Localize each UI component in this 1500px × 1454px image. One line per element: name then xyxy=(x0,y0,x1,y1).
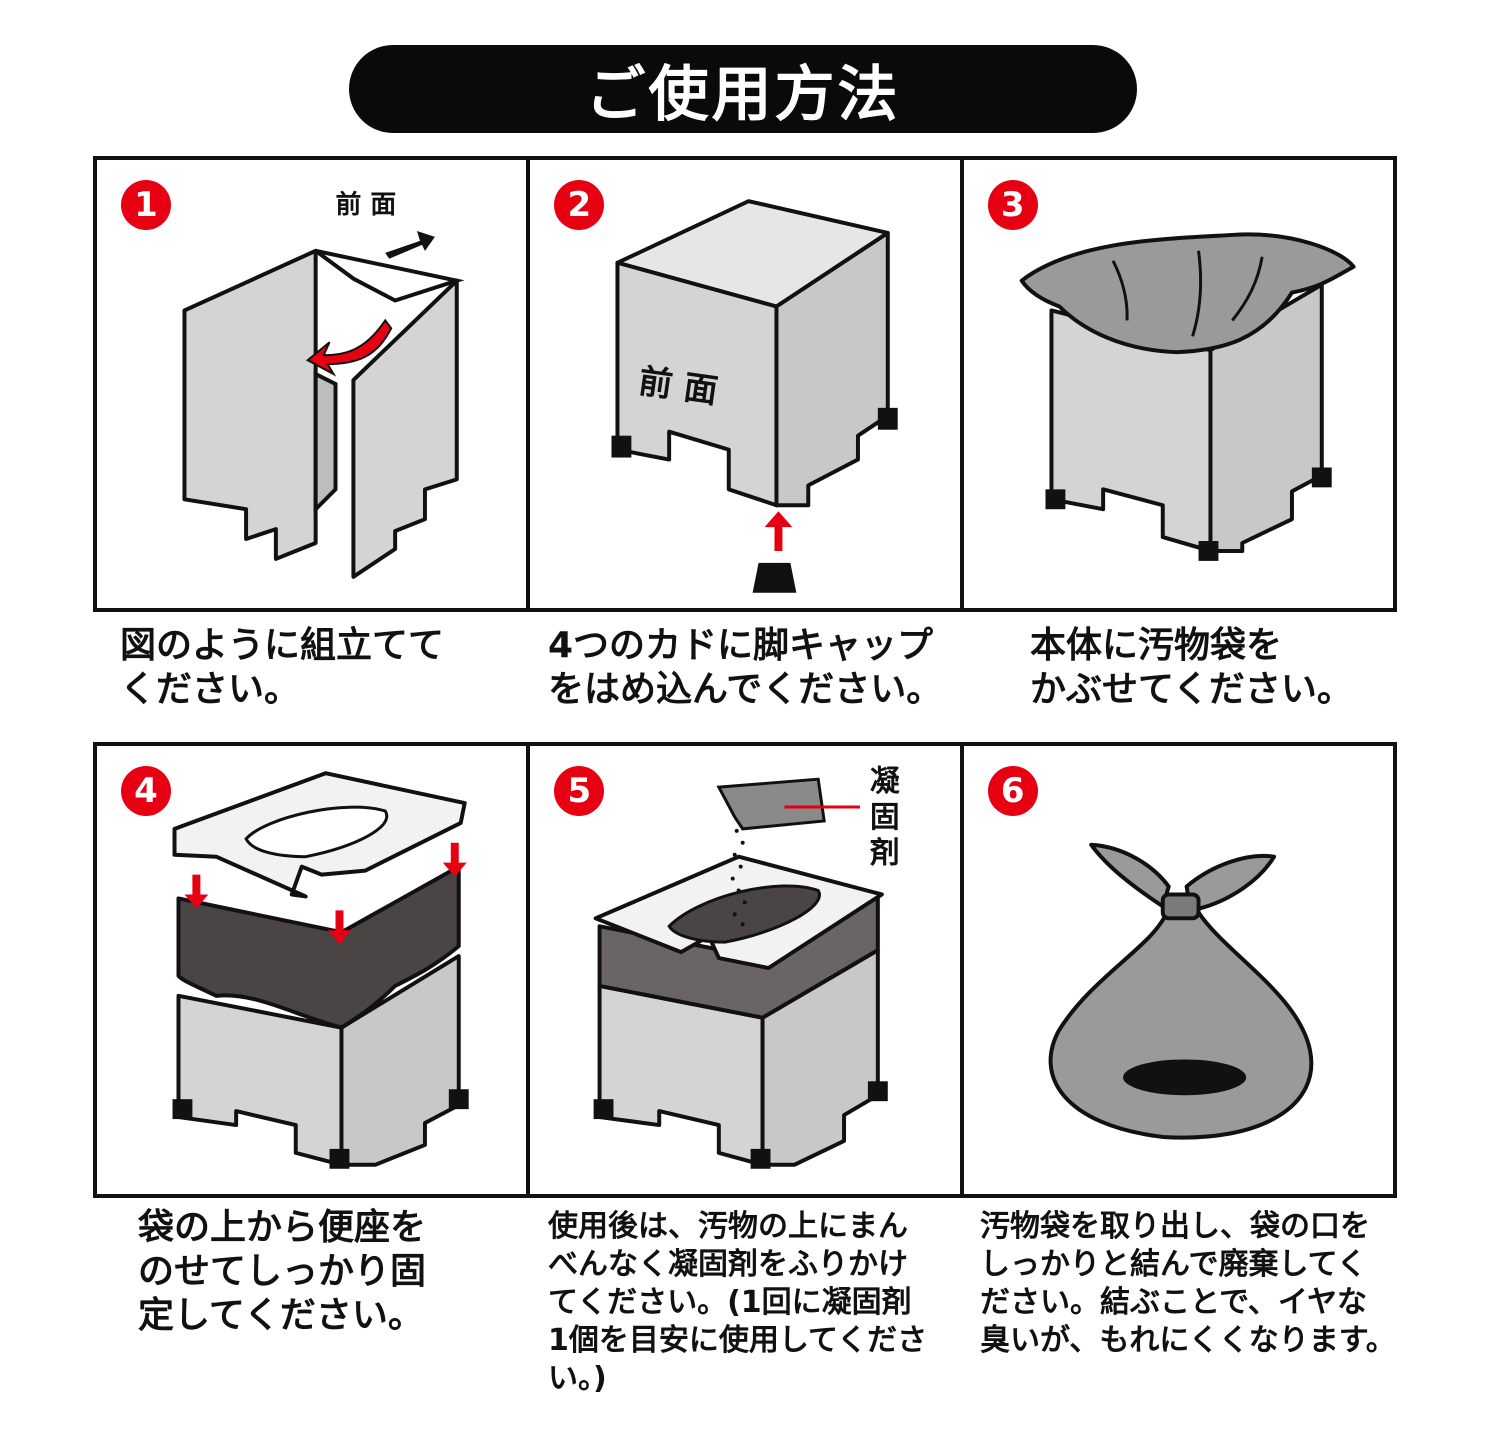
page-title: ご使用方法 xyxy=(585,59,901,130)
steps-row-top: 1 前 面 2 前 面 3 xyxy=(93,156,1397,612)
step-3-panel: 3 xyxy=(964,160,1393,608)
leg-cap-corner xyxy=(172,1099,193,1120)
box-left-panel xyxy=(182,248,318,561)
coagulant-packet xyxy=(716,777,827,831)
front-label: 前 面 xyxy=(336,189,397,220)
step-4-caption: 袋の上から便座を のせてしっかり固 定してください。 xyxy=(138,1207,427,1336)
step-number-badge: 2 xyxy=(554,180,605,230)
leg-cap-corner xyxy=(448,1089,469,1110)
steps-row-bottom: 4 5 xyxy=(93,742,1397,1198)
coagulant-granules xyxy=(731,828,747,927)
box-side-face xyxy=(774,230,891,508)
leg-cap-corner xyxy=(1045,489,1066,510)
fold-arrow-icon xyxy=(305,318,393,377)
step-4-panel: 4 xyxy=(97,746,531,1194)
front-arrow-icon xyxy=(385,230,435,259)
leg-cap-corner xyxy=(329,1148,350,1169)
leg-cap-corner xyxy=(878,407,899,430)
bag-ear-left xyxy=(1088,842,1171,909)
box-right-panel xyxy=(351,278,459,579)
step-5-caption: 使用後は、汚物の上にまん べんなく凝固剤をふりかけ てください。(1回に凝固剤 … xyxy=(548,1209,928,1396)
step-2-panel: 2 前 面 xyxy=(530,160,964,608)
box-side-face xyxy=(1208,282,1324,553)
step-number-badge: 6 xyxy=(987,766,1038,816)
leg-cap-corner xyxy=(750,1148,771,1169)
step-1-panel: 1 前 面 xyxy=(97,160,531,608)
step-5-panel: 5 凝 固 剤 xyxy=(530,746,964,1194)
step-3-caption: 本体に汚物袋を かぶせてください。 xyxy=(1030,625,1353,710)
step-6-panel: 6 xyxy=(964,746,1393,1194)
tied-bag-illustration xyxy=(1048,842,1313,1140)
seat-opening-waste xyxy=(667,884,822,944)
leg-cap-illustration: 前 面 xyxy=(611,199,899,593)
down-arrow-icon xyxy=(184,874,209,909)
coagulant-illustration: 凝 固 剤 xyxy=(593,764,910,1169)
down-arrow-icon xyxy=(442,842,467,877)
step-number-badge: 4 xyxy=(121,766,171,816)
bag-cover-illustration xyxy=(1019,232,1356,561)
leg-cap-corner xyxy=(1198,541,1219,561)
seat-placement-illustration xyxy=(172,771,469,1169)
bag-opening-shadow xyxy=(1122,1059,1246,1096)
up-arrow-icon xyxy=(764,511,793,551)
seat-opening xyxy=(244,805,389,859)
bag-knot xyxy=(1160,892,1201,921)
leg-cap-corner xyxy=(611,435,632,458)
box-top-edge xyxy=(314,248,465,303)
box-inner-flap xyxy=(313,370,338,515)
tied-bag-body xyxy=(1048,910,1313,1140)
coagulant-label: 凝 固 剤 xyxy=(870,764,910,871)
step-number-badge: 1 xyxy=(121,180,171,230)
step-number-badge: 3 xyxy=(987,180,1038,230)
title-banner: ご使用方法 xyxy=(349,45,1137,133)
step-6-caption: 汚物袋を取り出し、袋の口を しっかりと結んで廃棄してく ださい。結ぶことで、イヤ… xyxy=(980,1209,1396,1358)
step-2-caption: 4つのカドに脚キャップ をはめ込んでください。 xyxy=(548,625,943,710)
bag-ear-right xyxy=(1184,853,1276,913)
waste-bag-top xyxy=(1019,232,1356,355)
bag-fold-line xyxy=(1111,250,1264,337)
leg-cap-icon xyxy=(752,562,797,593)
leg-cap-corner xyxy=(1311,467,1332,488)
step-1-caption: 図のように組立てて ください。 xyxy=(120,625,445,710)
down-arrow-icon xyxy=(327,910,352,945)
step-number-badge: 5 xyxy=(554,766,605,816)
leg-cap-corner xyxy=(868,1081,889,1102)
assembly-illustration: 前 面 xyxy=(182,189,465,579)
bag-over-box xyxy=(176,864,461,1030)
leg-cap-corner xyxy=(593,1099,614,1120)
